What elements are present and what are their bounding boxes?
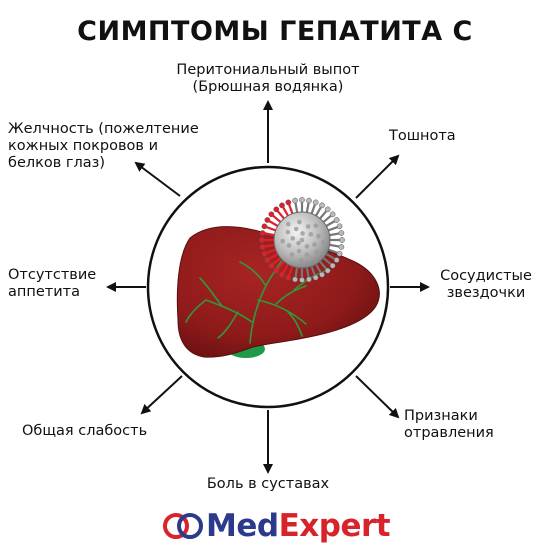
virus-icon	[259, 197, 345, 283]
arrow-icon	[355, 375, 400, 419]
symptom-loss-of-appetite: Отсутствие аппетита	[8, 267, 97, 300]
symptom-peritoneal-effusion: Перитониальный выпот (Брюшная водянка)	[176, 62, 360, 95]
symptom-jaundice: Желчность (пожелтение кожных покровов и …	[8, 121, 199, 171]
logo-text-expert: Expert	[278, 508, 391, 544]
logo-rings-icon	[163, 513, 203, 539]
symptom-spider-veins: Сосудистые звездочки	[440, 268, 532, 301]
symptom-joint-pain: Боль в суставах	[206, 476, 330, 492]
page-title: СИМПТОМЫ ГЕПАТИТА С	[77, 16, 473, 47]
symptom-poisoning-signs: Признаки отравления	[404, 408, 494, 441]
arrow-icon	[355, 154, 400, 199]
arrow-icon	[134, 161, 181, 197]
logo-text-med: Med	[206, 508, 279, 544]
arrow-icon	[140, 375, 183, 415]
symptom-general-weakness: Общая слабость	[22, 423, 148, 439]
symptom-nausea: Тошнота	[389, 128, 456, 144]
liver-illustration	[176, 226, 380, 358]
